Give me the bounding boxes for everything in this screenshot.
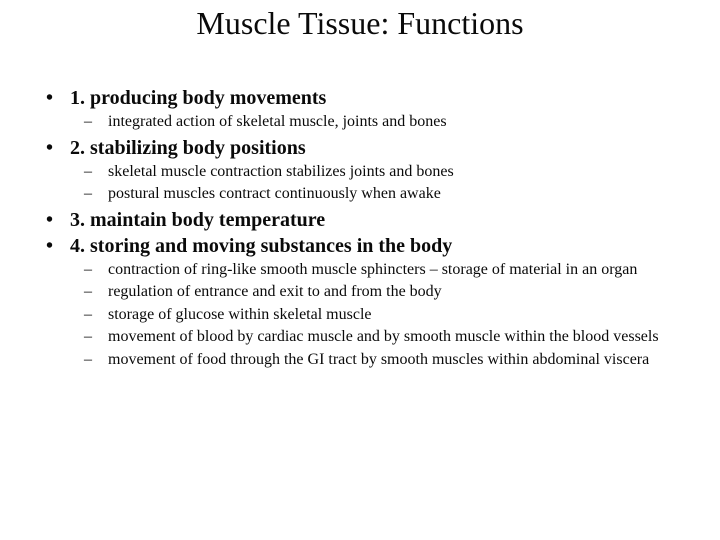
bullet-level1: • 3. maintain body temperature xyxy=(40,208,680,233)
bullet-level2: – integrated action of skeletal muscle, … xyxy=(40,112,680,132)
bullet-level2: – postural muscles contract continuously… xyxy=(40,184,680,204)
bullet-level2-label: skeletal muscle contraction stabilizes j… xyxy=(108,162,454,180)
bullet-level1-label: 4. storing and moving substances in the … xyxy=(70,234,453,257)
bullet-level1-label: 1. producing body movements xyxy=(70,87,327,109)
bullet-dash-icon: – xyxy=(84,162,92,180)
bullet-level2: – movement of blood by cardiac muscle an… xyxy=(40,327,680,347)
bullet-dot-icon: • xyxy=(46,87,54,109)
bullet-level2: – skeletal muscle contraction stabilizes… xyxy=(40,162,680,182)
bullet-dash-icon: – xyxy=(84,260,92,278)
bullet-dash-icon: – xyxy=(84,350,92,368)
bullet-level2-label: movement of food through the GI tract by… xyxy=(108,350,650,368)
bullet-level2: – regulation of entrance and exit to and… xyxy=(40,282,680,302)
bullet-dot-icon: • xyxy=(46,208,54,231)
bullet-level2-label: postural muscles contract continuously w… xyxy=(108,185,441,202)
bullet-level1: • 4. storing and moving substances in th… xyxy=(40,234,680,259)
bullet-level1-label: 2. stabilizing body positions xyxy=(70,136,306,159)
bullet-level2-label: movement of blood by cardiac muscle and … xyxy=(108,328,659,345)
bullet-level2: – movement of food through the GI tract … xyxy=(40,350,680,370)
bullet-level2: – storage of glucose within skeletal mus… xyxy=(40,305,680,325)
bullet-level2-label: contraction of ring-like smooth muscle s… xyxy=(108,260,638,278)
bullet-level2-label: integrated action of skeletal muscle, jo… xyxy=(108,113,447,130)
bullet-dash-icon: – xyxy=(84,305,92,323)
bullet-dash-icon: – xyxy=(84,185,92,202)
slide-body: • 1. producing body movements – integrat… xyxy=(40,86,680,371)
bullet-dash-icon: – xyxy=(84,283,92,300)
bullet-level1: • 2. stabilizing body positions xyxy=(40,136,680,161)
page-title: Muscle Tissue: Functions xyxy=(196,5,524,41)
bullet-level1-label: 3. maintain body temperature xyxy=(70,208,326,231)
bullet-level2: – contraction of ring-like smooth muscle… xyxy=(40,260,680,280)
bullet-level2-label: storage of glucose within skeletal muscl… xyxy=(108,305,372,323)
bullet-dot-icon: • xyxy=(46,234,54,257)
bullet-level1: • 1. producing body movements xyxy=(40,86,680,111)
bullet-level2-label: regulation of entrance and exit to and f… xyxy=(108,283,442,300)
bullet-dash-icon: – xyxy=(84,328,92,345)
bullet-dot-icon: • xyxy=(46,136,54,159)
bullet-dash-icon: – xyxy=(84,113,92,130)
